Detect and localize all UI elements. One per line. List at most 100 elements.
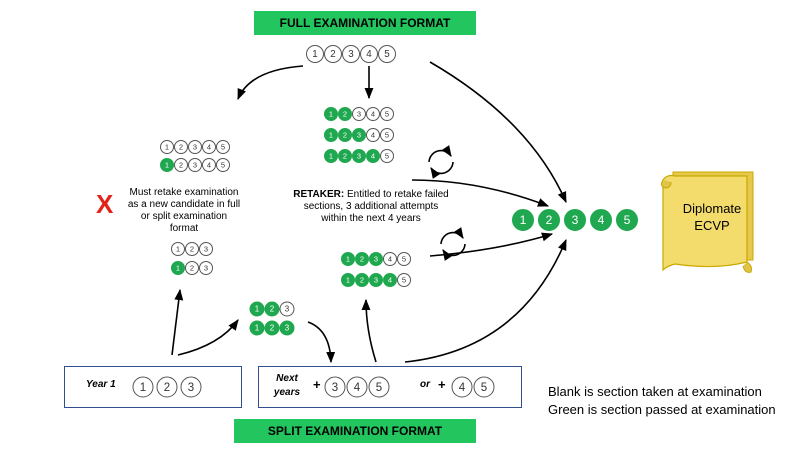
retaker-label: RETAKER: [293,189,345,200]
section-number: 2 [343,109,347,118]
full-format-banner: FULL EXAMINATION FORMAT [254,11,476,35]
section-passed-circle [341,252,355,266]
section-number: 3 [374,275,378,284]
section-number: 5 [402,275,406,284]
section-number: 5 [376,382,382,394]
section-passed-circle [160,158,174,172]
section-passed-circle [249,301,265,317]
section-number: 3 [357,109,361,118]
diplomate-text: Diplomate ECVP [672,200,752,234]
split-format-banner: SPLIT EXAMINATION FORMAT [234,419,476,443]
retake-cycle-icon [440,227,466,261]
section-blank-circle [174,158,188,172]
section-number: 4 [366,49,372,60]
section-blank-circle [279,301,295,317]
section-number: 2 [190,263,194,272]
section-number: 5 [384,49,390,60]
section-number: 2 [360,254,364,263]
diplomate-line: Diplomate [682,201,742,216]
must-retake-line: Must retake examination [129,187,239,198]
arrow-next-to-final [404,238,567,363]
section-passed-circle [264,301,280,317]
section-number: 1 [329,130,333,139]
section-number: 2 [164,382,170,394]
section-number: 5 [221,160,225,169]
section-passed-circle [369,252,383,266]
section-blank-circle [346,376,368,398]
section-number: 5 [385,151,389,160]
section-passed-circle [338,128,352,142]
section-blank-circle [202,158,216,172]
section-number: 3 [188,382,194,394]
section-passed-circle [324,128,338,142]
section-passed-circle [171,261,185,275]
section-number: 5 [385,109,389,118]
section-passed-circle [590,209,612,231]
section-number: 3 [348,49,354,60]
section-blank-circle [366,107,380,121]
section-number: 1 [312,49,317,60]
section-blank-circle [185,261,199,275]
section-number: 3 [374,254,378,263]
arrow-next-to-lower [361,298,377,363]
section-number: 2 [270,305,275,314]
section-passed-circle [341,273,355,287]
section-number: 1 [176,263,180,272]
retaker-text: RETAKER: Entitled to retake failed secti… [286,189,456,225]
section-blank-circle [306,45,324,63]
section-passed-circle [249,320,265,336]
must-retake-line: or split examination [140,211,228,222]
section-blank-circle [383,252,397,266]
section-blank-circle [366,128,380,142]
section-passed-circle [616,209,638,231]
section-number: 5 [221,142,225,151]
section-blank-circle [451,376,473,398]
section-passed-circle [369,273,383,287]
arrow-lower-to-final [429,232,554,257]
section-passed-circle [383,273,397,287]
must-retake-line: format [169,223,199,234]
retake-cycle-icon [428,145,454,179]
section-number: 1 [255,305,260,314]
section-number: 4 [354,382,361,394]
section-number: 3 [193,160,197,169]
section-number: 1 [520,213,527,227]
must-retake-line: as a new candidate in full [127,199,241,210]
section-blank-circle [352,107,366,121]
legend-blank: Blank is section taken at examination [548,384,762,399]
section-passed-circle [279,320,295,336]
section-number: 3 [357,151,361,160]
section-number: 1 [255,324,260,333]
section-blank-circle [324,45,342,63]
cross-mark: X [96,189,114,219]
ribbon-front [662,174,748,272]
section-blank-circle [342,45,360,63]
or-label: or [420,379,430,390]
section-number: 1 [329,151,333,160]
section-blank-circle [171,242,185,256]
section-number: 5 [402,254,406,263]
section-number: 5 [481,382,487,394]
section-number: 2 [343,151,347,160]
section-number: 4 [388,275,392,284]
ribbon-curl-top [660,179,672,189]
section-blank-circle [199,242,213,256]
diplomate-line: ECVP [694,218,730,233]
section-number: 1 [165,142,169,151]
section-blank-circle [174,140,188,154]
section-number: 4 [598,213,605,227]
section-blank-circle [380,128,394,142]
section-blank-circle [380,107,394,121]
section-blank-circle [216,140,230,154]
section-blank-circle [188,140,202,154]
section-number: 1 [346,254,350,263]
arrow-year1-up [171,288,184,356]
